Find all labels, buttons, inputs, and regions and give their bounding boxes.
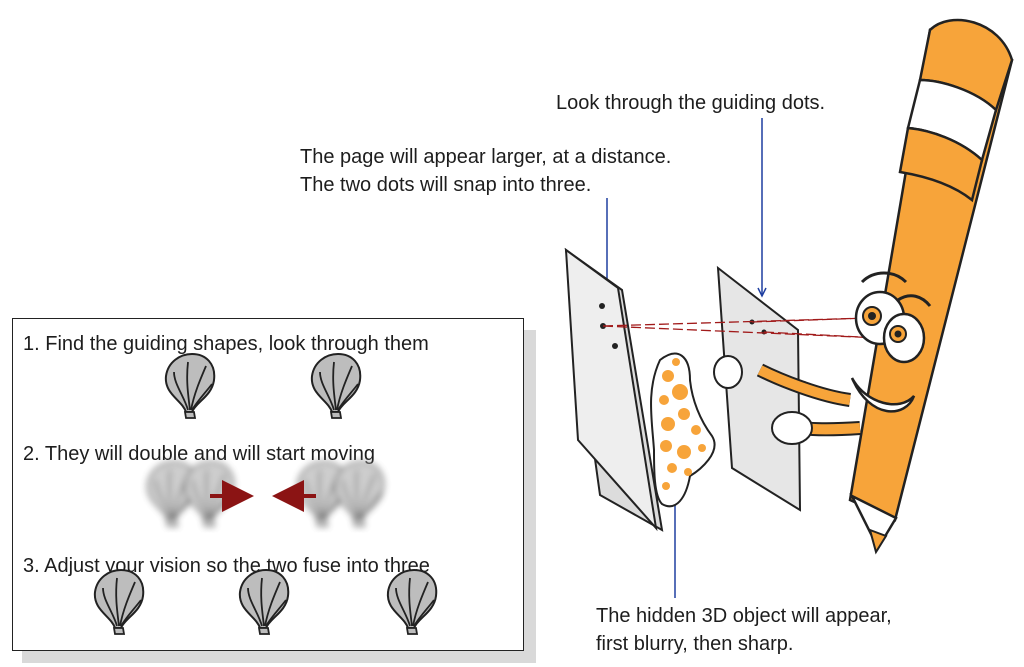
sight-lines (602, 317, 881, 339)
shell-icon (310, 353, 362, 419)
shell-icon (93, 569, 145, 635)
annotation-hidden-object-1: The hidden 3D object will appear, (596, 605, 892, 627)
shell-icon (386, 569, 438, 635)
annotation-hidden-object-2: first blurry, then sharp. (596, 633, 794, 655)
annotation-look-through: Look through the guiding dots. (556, 92, 826, 114)
pencil-mascot (713, 18, 1014, 555)
step-2-text: 2. They will double and will start movin… (23, 443, 376, 465)
annotation-page-larger-1: The page will appear larger, at a distan… (300, 146, 672, 168)
shell-icon (238, 569, 290, 635)
shell-icon (164, 353, 216, 419)
hidden-object-blob (650, 352, 716, 508)
large-page (564, 247, 664, 532)
annotation-page-larger-2: The two dots will snap into three. (300, 174, 592, 196)
step-1-text: 1. Find the guiding shapes, look through… (23, 333, 429, 355)
